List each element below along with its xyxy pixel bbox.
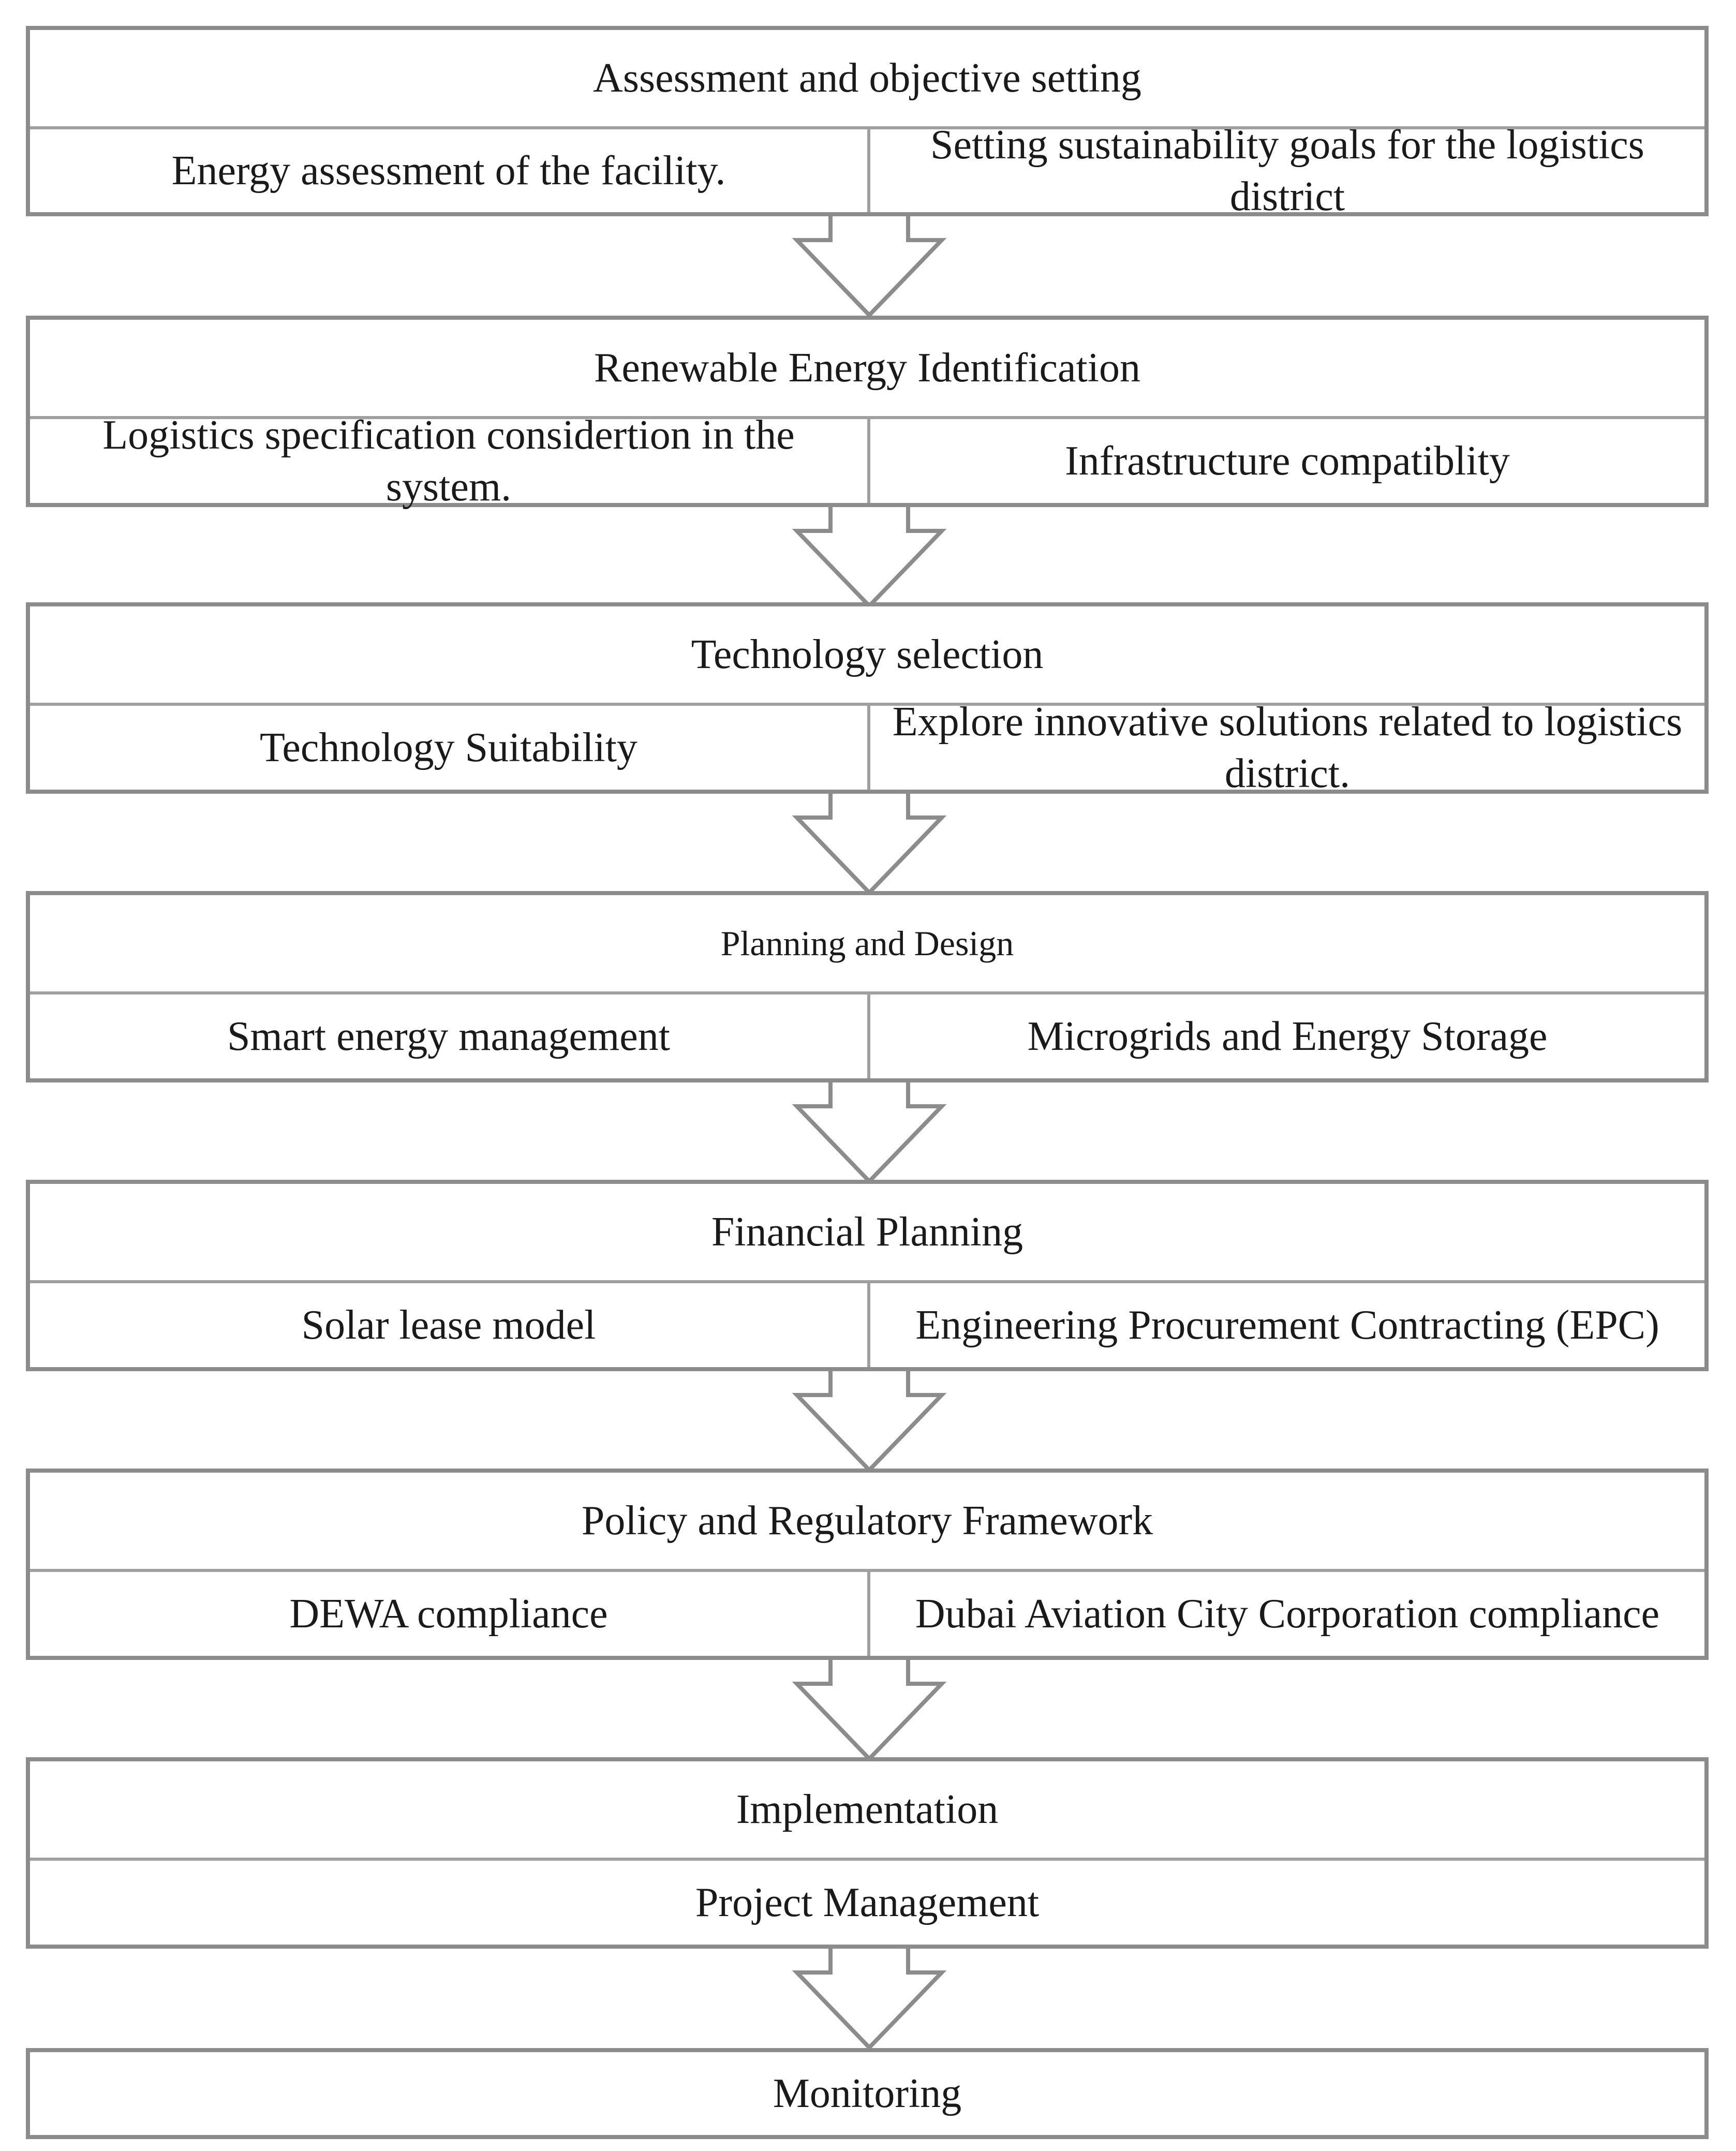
- stage-items: Logistics specification considertion in …: [30, 412, 1704, 510]
- stage-item: Microgrids and Energy Storage: [867, 995, 1704, 1078]
- stage-planning-design: Planning and Design Smart energy managem…: [26, 891, 1709, 1082]
- stage-item: Project Management: [695, 1880, 1040, 1925]
- stage-assessment: Assessment and objective setting Energy …: [26, 26, 1709, 219]
- stage-title: Assessment and objective setting: [30, 30, 1704, 129]
- stage-items: Project Management: [30, 1861, 1704, 1945]
- stage-financial-planning: Financial Planning Solar lease model Eng…: [26, 1180, 1709, 1371]
- stage-title: Technology selection: [30, 606, 1704, 706]
- stage-item: Logistics specification considertion in …: [102, 412, 795, 510]
- stage-title: Planning and Design: [30, 895, 1704, 995]
- stage-item: Infrastructure compatiblity: [867, 419, 1704, 503]
- stage-items: Energy assessment of the facility. Setti…: [30, 122, 1704, 219]
- stage-items: Solar lease model Engineering Procuremen…: [30, 1283, 1704, 1367]
- stage-item: Technology Suitability: [260, 725, 637, 770]
- stage-implementation: Implementation Project Management: [26, 1757, 1709, 1949]
- down-arrow-icon: [792, 1656, 947, 1762]
- stage-item: Solar lease model: [301, 1302, 596, 1348]
- stage-policy-regulatory: Policy and Regulatory Framework DEWA com…: [26, 1468, 1709, 1660]
- stage-item: Smart energy management: [227, 1014, 670, 1059]
- stage-title: Monitoring: [773, 2071, 962, 2116]
- stage-item: DEWA compliance: [289, 1591, 608, 1637]
- down-arrow-icon: [792, 790, 947, 896]
- stage-items: Technology Suitability Explore innovativ…: [30, 699, 1704, 796]
- stage-title: Renewable Energy Identification: [30, 320, 1704, 419]
- stage-item: Engineering Procurement Contracting (EPC…: [867, 1283, 1704, 1367]
- stage-technology-selection: Technology selection Technology Suitabil…: [26, 602, 1709, 796]
- stage-items: DEWA compliance Dubai Aviation City Corp…: [30, 1572, 1704, 1656]
- stage-title: Implementation: [30, 1761, 1704, 1861]
- stage-item: Explore innovative solutions related to …: [867, 699, 1704, 796]
- stage-items: Smart energy management Microgrids and E…: [30, 995, 1704, 1078]
- down-arrow-icon: [792, 1078, 947, 1184]
- stage-item: Energy assessment of the facility.: [171, 148, 726, 194]
- stage-item: Dubai Aviation City Corporation complian…: [867, 1572, 1704, 1656]
- stage-title: Policy and Regulatory Framework: [30, 1473, 1704, 1572]
- down-arrow-icon: [792, 1367, 947, 1473]
- stage-item: Setting sustainability goals for the log…: [867, 122, 1704, 219]
- stage-monitoring: Monitoring: [26, 2048, 1709, 2139]
- down-arrow-icon: [792, 212, 947, 318]
- stage-title: Financial Planning: [30, 1184, 1704, 1283]
- down-arrow-icon: [792, 1945, 947, 2051]
- stage-renewable-identification: Renewable Energy Identification Logistic…: [26, 316, 1709, 510]
- down-arrow-icon: [792, 503, 947, 609]
